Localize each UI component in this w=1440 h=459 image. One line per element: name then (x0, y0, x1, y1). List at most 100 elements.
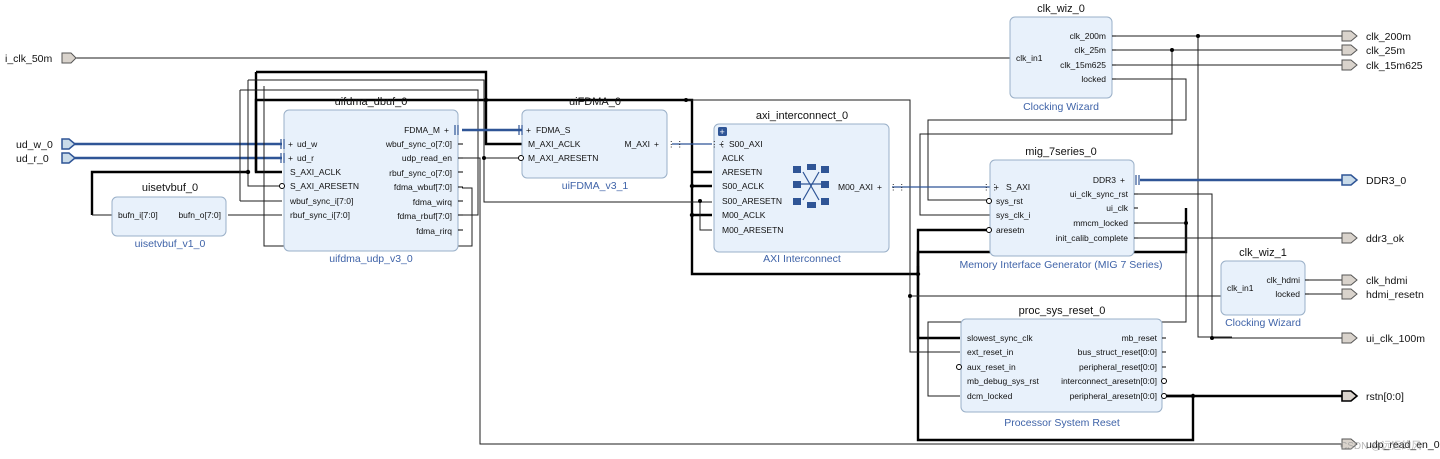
pin-clk-hdmi[interactable]: clk_hdmi (1266, 275, 1300, 285)
wire-aresetn-axi[interactable] (483, 158, 712, 231)
pin-m00-axi[interactable]: M00_AXI (838, 182, 873, 192)
pin-clk-in1[interactable]: clk_in1 (1016, 53, 1043, 63)
pin-aux-reset-in[interactable]: aux_reset_in (967, 362, 1016, 372)
wire-aresetn-fdma[interactable] (248, 79, 522, 159)
pin-s-axi-aclk[interactable]: S_AXI_ACLK (290, 167, 341, 177)
port-ud-r-0[interactable]: ud_r_0 (16, 152, 77, 165)
pin-wbuf-sync-i[interactable]: wbuf_sync_i[7:0] (289, 196, 353, 206)
block-mig-7series-0[interactable]: mig_7series_0 ⋮⋮ + S_AXI sys_rst sys_clk… (959, 146, 1162, 271)
pin-s00-aresetn[interactable]: S00_ARESETN (722, 196, 782, 206)
block-body[interactable] (283, 109, 459, 252)
pin-m00-aresetn[interactable]: M00_ARESETN (722, 225, 783, 235)
pin-aclk[interactable]: ACLK (722, 153, 745, 163)
pin-ui-clk[interactable]: ui_clk (1106, 203, 1128, 213)
pin-clk-15m625[interactable]: clk_15m625 (1060, 60, 1106, 70)
pin-s-axi[interactable]: S_AXI (1006, 182, 1030, 192)
pin-s-axi-aresetn[interactable]: S_AXI_ARESETN (290, 181, 359, 191)
wire-aresetn-dbuf[interactable] (247, 80, 282, 187)
pin-dcm-locked[interactable]: dcm_locked (967, 391, 1013, 401)
pin-fdma-wirq[interactable]: fdma_wirq (413, 197, 452, 207)
port-clk-hdmi[interactable]: clk_hdmi (1341, 274, 1407, 287)
pin-bufn-o[interactable]: bufn_o[7:0] (178, 210, 221, 220)
port-ui-clk-100m[interactable]: ui_clk_100m (1341, 332, 1425, 345)
port-rstn[interactable]: rstn[0:0] (1341, 390, 1404, 403)
wire-wbuf-loop[interactable] (90, 170, 248, 215)
wire-ui-clk-psr[interactable] (916, 252, 960, 340)
pin-wbuf-sync-o[interactable]: wbuf_sync_o[7:0] (385, 139, 452, 149)
pin-fdma-m[interactable]: FDMA_M (404, 125, 440, 135)
wire-clk-200m-to-wiz1[interactable] (1197, 36, 1232, 338)
pin-peripheral-reset[interactable]: peripheral_reset[0:0] (1079, 362, 1157, 372)
pin-peripheral-aresetn[interactable]: peripheral_aresetn[0:0] (1070, 391, 1157, 401)
wire-ui-clk-axi[interactable] (692, 170, 712, 217)
block-uisetvbuf-0[interactable]: uisetvbuf_0 bufn_i[7:0] bufn_o[7:0] uise… (111, 182, 227, 250)
wire-ui-clk-100m[interactable] (1136, 193, 1342, 339)
port-hdmi-resetn[interactable]: hdmi_resetn (1341, 288, 1424, 301)
wire-fdma-wbuf[interactable] (263, 86, 473, 247)
pin-m-axi-aclk[interactable]: M_AXI_ACLK (528, 139, 581, 149)
pin-fdma-wbuf[interactable]: fdma_wbuf[7:0] (394, 182, 452, 192)
pin-init-calib-complete[interactable]: init_calib_complete (1056, 233, 1129, 243)
port-ud-w-0[interactable]: ud_w_0 (16, 138, 77, 151)
pin-aresetn[interactable]: ARESETN (722, 167, 762, 177)
pin-locked[interactable]: locked (1275, 289, 1300, 299)
port-clk-200m[interactable]: clk_200m (1341, 30, 1411, 43)
block-body[interactable] (111, 196, 227, 237)
block-body[interactable] (521, 109, 668, 179)
wire-locked-to-sysrst[interactable] (927, 78, 1187, 201)
port-ddr3-0[interactable]: DDR3_0 (1341, 174, 1406, 187)
block-body[interactable] (713, 123, 890, 253)
pin-fdma-s[interactable]: FDMA_S (536, 125, 571, 135)
port-clk-25m[interactable]: clk_25m (1341, 44, 1405, 57)
block-uifdma-0[interactable]: uiFDMA_0 + FDMA_S M_AXI_ACLK M_AXI_ARESE… (518, 96, 685, 192)
block-body[interactable] (1220, 260, 1306, 316)
pin-slowest-sync-clk[interactable]: slowest_sync_clk (967, 333, 1033, 343)
pin-m00-aclk[interactable]: M00_ACLK (722, 210, 766, 220)
pin-rbuf-sync-i[interactable]: rbuf_sync_i[7:0] (290, 210, 350, 220)
pin-s00-aclk[interactable]: S00_ACLK (722, 181, 764, 191)
wire-clk-to-sysclk[interactable] (919, 50, 1173, 216)
port-clk-25m-label: clk_25m (1366, 45, 1405, 57)
wire-udp-read-en[interactable] (462, 157, 1342, 445)
port-udp-read-en-0[interactable]: udp_read_en_0 (1341, 438, 1440, 451)
pin-locked[interactable]: locked (1081, 74, 1106, 84)
pin-s00-axi[interactable]: S00_AXI (729, 139, 763, 149)
pin-bus-struct-reset[interactable]: bus_struct_reset[0:0] (1078, 347, 1157, 357)
port-i-clk-50m[interactable]: i_clk_50m (5, 52, 77, 65)
wire-ui-clk-fdma[interactable] (256, 70, 522, 146)
block-body[interactable] (1009, 16, 1113, 99)
pin-clk-200m[interactable]: clk_200m (1070, 31, 1106, 41)
pin-clk-in1[interactable]: clk_in1 (1227, 283, 1254, 293)
block-uifdma-dbuf-0[interactable]: uifdma_dbuf_0 + ud_w + ud_r S_AXI_ACLK S… (279, 96, 459, 265)
pin-fdma-rbuf[interactable]: fdma_rbuf[7:0] (397, 211, 452, 221)
pin-sys-rst[interactable]: sys_rst (996, 196, 1024, 206)
wire-wbuf-sync[interactable] (239, 89, 479, 216)
block-ip-name: uifdma_udp_v3_0 (329, 253, 413, 265)
pin-clk-25m[interactable]: clk_25m (1074, 45, 1106, 55)
block-clk-wiz-0[interactable]: clk_wiz_0 clk_in1 clk_200m clk_25m clk_1… (1009, 3, 1113, 113)
port-ddr3-ok[interactable]: ddr3_ok (1341, 232, 1405, 245)
pin-interconnect-aresetn[interactable]: interconnect_aresetn[0:0] (1061, 376, 1157, 386)
pin-ddr3[interactable]: DDR3 (1093, 175, 1116, 185)
block-clk-wiz-1[interactable]: clk_wiz_1 clk_in1 clk_hdmi locked Clocki… (1220, 247, 1306, 329)
pin-ext-reset-in[interactable]: ext_reset_in (967, 347, 1014, 357)
pin-m-axi[interactable]: M_AXI (624, 139, 650, 149)
pin-mb-debug-sys-rst[interactable]: mb_debug_sys_rst (967, 376, 1039, 386)
block-axi-interconnect-0[interactable]: axi_interconnect_0 + ⋮⋮ + S00_AXI ACLK A… (710, 110, 906, 265)
pin-mb-reset[interactable]: mb_reset (1122, 333, 1158, 343)
pin-udp-read-en[interactable]: udp_read_en (402, 153, 452, 163)
pin-ui-clk-sync-rst[interactable]: ui_clk_sync_rst (1070, 189, 1129, 199)
pin-ud-w[interactable]: ud_w (297, 139, 318, 149)
pin-mmcm-locked[interactable]: mmcm_locked (1073, 218, 1128, 228)
block-proc-sys-reset-0[interactable]: proc_sys_reset_0 slowest_sync_clk ext_re… (956, 305, 1167, 429)
port-clk-15m625[interactable]: clk_15m625 (1341, 59, 1423, 72)
pin-rbuf-sync-o[interactable]: rbuf_sync_o[7:0] (389, 168, 452, 178)
pin-aresetn[interactable]: aresetn (996, 225, 1025, 235)
expand-hierarchy-icon[interactable] (718, 127, 727, 136)
pin-sys-clk-i[interactable]: sys_clk_i (996, 210, 1031, 220)
pin-ud-r[interactable]: ud_r (297, 153, 314, 163)
pin-m-axi-aresetn[interactable]: M_AXI_ARESETN (528, 153, 598, 163)
pin-bufn-i[interactable]: bufn_i[7:0] (118, 210, 158, 220)
pin-fdma-rirq[interactable]: fdma_rirq (416, 226, 452, 236)
